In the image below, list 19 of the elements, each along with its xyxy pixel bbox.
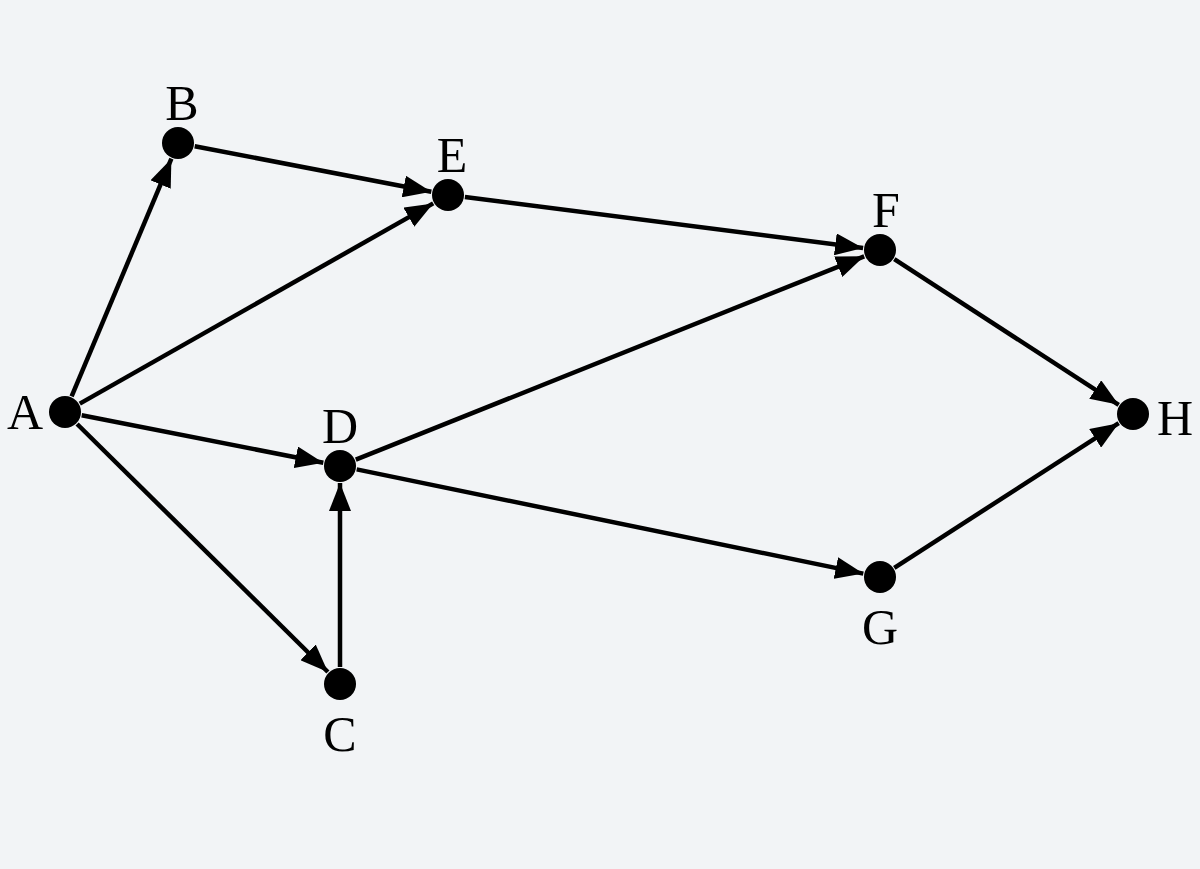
vertex-label: G	[861, 602, 899, 652]
arrow	[78, 201, 435, 406]
arrow	[356, 467, 864, 579]
arrow	[893, 421, 1120, 570]
vertex-label: F	[872, 185, 900, 235]
vertex-label: D	[321, 401, 359, 451]
arrow	[75, 422, 330, 674]
vertex-label: A	[6, 387, 44, 437]
arrow	[81, 413, 324, 469]
arrow	[464, 194, 864, 256]
vertex-label: B	[165, 78, 199, 128]
arrow	[354, 254, 866, 462]
vertex-label: E	[436, 130, 468, 180]
arrow	[194, 144, 432, 198]
arrow	[893, 257, 1120, 407]
arrow	[329, 483, 351, 667]
vertex-label: H	[1156, 393, 1194, 443]
arrow	[69, 157, 174, 398]
vertex-label: C	[323, 709, 357, 759]
